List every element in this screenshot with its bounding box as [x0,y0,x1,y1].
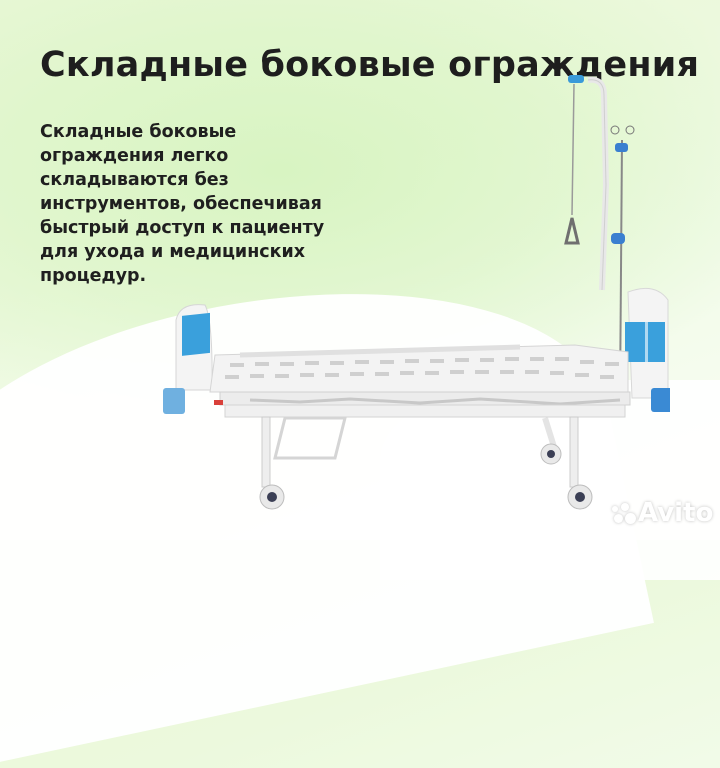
avito-watermark-text: Avito [638,498,714,528]
folding-side-rail [214,344,631,406]
avito-watermark: Avito [612,498,713,528]
description-line: ограждения легко [40,146,229,166]
avito-logo-icon [612,501,636,525]
description-line: процедур. [40,266,147,286]
medical-bed-image [163,75,670,510]
description-line: складываются без [40,170,229,190]
description-text: Складные боковые ограждения легко склады… [40,120,360,288]
description-line: инструментов, обеспечивая [40,194,322,214]
headboard [163,304,213,414]
description-line: для ухода и медицинских [40,242,306,262]
footboard [625,287,670,412]
bed-frame [224,404,626,488]
description-line: Складные боковые [40,122,237,142]
trapeze-pole [564,75,610,291]
description-line: быстрый доступ к пациенту [40,218,325,238]
caster-wheels [259,443,593,510]
